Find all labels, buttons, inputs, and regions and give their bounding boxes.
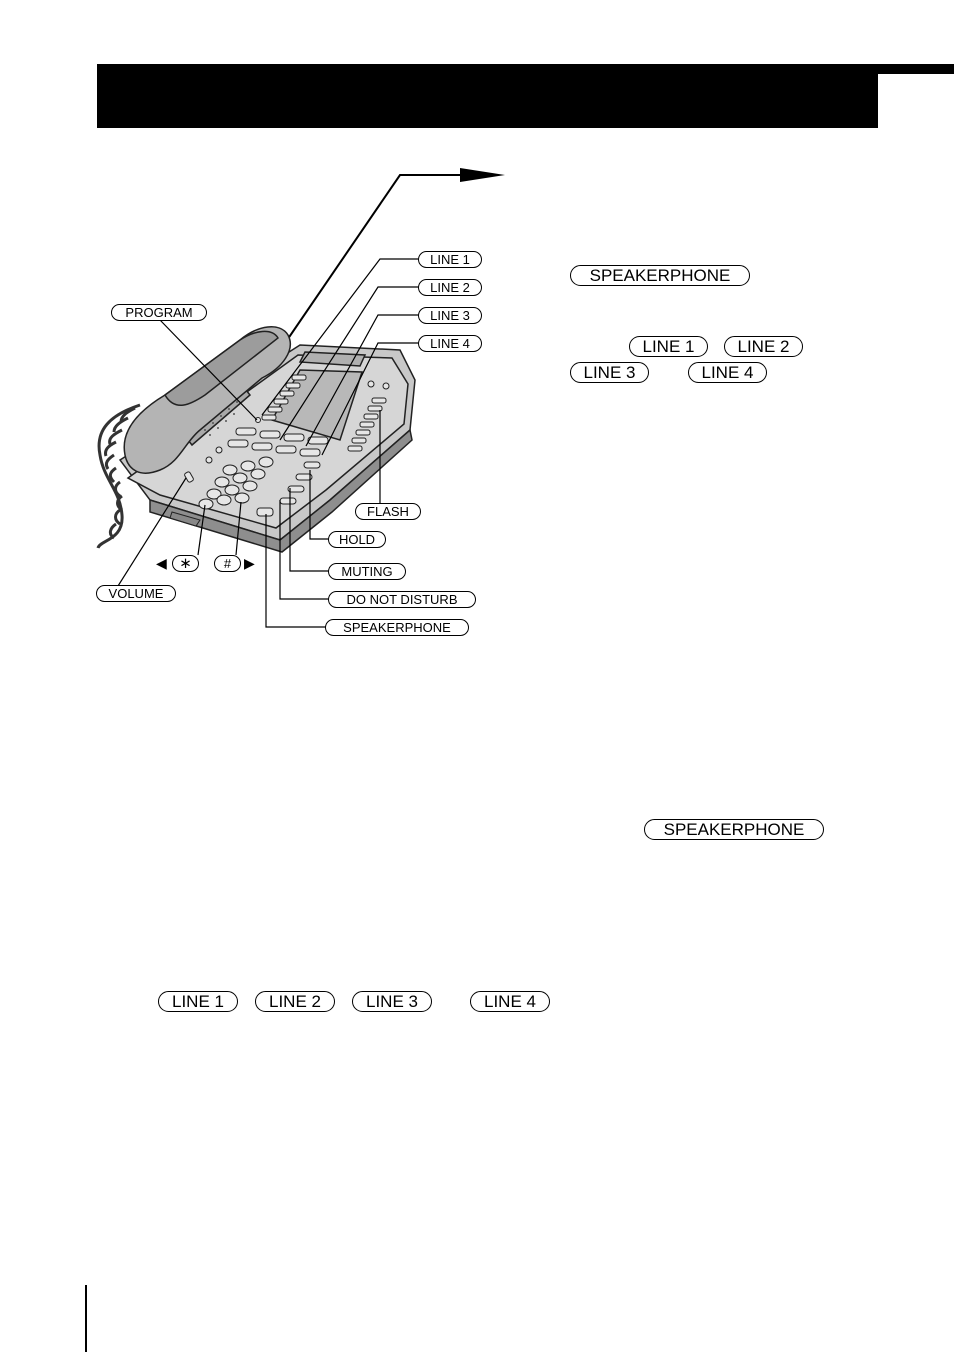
dial-pad (184, 380, 390, 510)
line3-label: LINE 3 (418, 307, 482, 324)
right-key-strip (347, 397, 387, 452)
line4-key-ref-2: LINE 4 (470, 991, 550, 1012)
line3-key-ref-1: LINE 3 (570, 362, 649, 383)
line2-key-ref-1: LINE 2 (724, 336, 803, 357)
line-key-strip (261, 374, 307, 421)
do-not-disturb-label: DO NOT DISTURB (328, 591, 476, 608)
line2-label: LINE 2 (418, 279, 482, 296)
handset (123, 326, 291, 474)
program-label: PROGRAM (111, 304, 207, 321)
line2-key-ref-2: LINE 2 (255, 991, 335, 1012)
line4-key-ref-1: LINE 4 (688, 362, 767, 383)
line4-label: LINE 4 (418, 335, 482, 352)
star-key-label: ∗ (172, 555, 199, 572)
base-drawer (169, 511, 201, 527)
line1-label: LINE 1 (418, 251, 482, 268)
speakerphone-label: SPEAKERPHONE (325, 619, 469, 636)
page-margin-rule (85, 1285, 87, 1352)
pound-key-label: # (214, 555, 241, 572)
pointer-arrow-icon (267, 168, 505, 369)
flash-label: FLASH (355, 503, 421, 520)
line1-key-ref-2: LINE 1 (158, 991, 238, 1012)
line3-key-ref-2: LINE 3 (352, 991, 432, 1012)
hold-label: HOLD (328, 531, 386, 548)
header-tab (878, 64, 954, 74)
header-bar (97, 64, 878, 128)
coiled-cord (96, 403, 141, 549)
leader-lines (117, 258, 418, 628)
left-arrow-icon: ◀ (156, 555, 167, 571)
speakerphone-key-ref-2: SPEAKERPHONE (644, 819, 824, 840)
volume-label: VOLUME (96, 585, 176, 602)
line1-key-ref-1: LINE 1 (629, 336, 708, 357)
speakerphone-key-ref-1: SPEAKERPHONE (570, 265, 750, 286)
right-arrow-icon: ▶ (244, 555, 255, 571)
muting-label: MUTING (328, 563, 406, 580)
